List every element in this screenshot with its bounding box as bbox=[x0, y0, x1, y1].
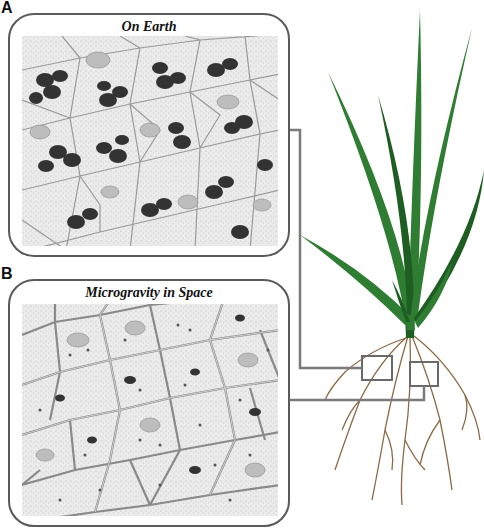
root bbox=[342, 395, 467, 470]
amyloplast bbox=[235, 315, 245, 322]
panel-box: AOn Earth bbox=[8, 13, 290, 257]
small-plastid bbox=[177, 324, 180, 327]
leader-line bbox=[290, 130, 362, 368]
small-plastid bbox=[159, 484, 162, 487]
cell-walls bbox=[22, 36, 278, 246]
nucleus bbox=[217, 95, 239, 109]
amyloplast bbox=[170, 72, 186, 84]
amyloplast bbox=[67, 215, 85, 229]
panel-letter: B bbox=[1, 266, 13, 282]
amyloplast bbox=[222, 58, 238, 70]
amyloplast bbox=[249, 408, 261, 416]
amyloplast bbox=[82, 208, 98, 220]
nucleus bbox=[36, 449, 54, 461]
amyloplast bbox=[55, 395, 65, 402]
amyloplast bbox=[189, 466, 201, 474]
amyloplast bbox=[257, 159, 273, 171]
amyloplast bbox=[43, 85, 61, 99]
amyloplast bbox=[109, 149, 127, 163]
amyloplast bbox=[38, 160, 54, 172]
small-plastid bbox=[59, 499, 62, 502]
small-plastid bbox=[139, 439, 142, 442]
amyloplast bbox=[173, 135, 191, 149]
root bbox=[412, 336, 452, 490]
nucleus bbox=[253, 199, 271, 211]
amyloplast bbox=[52, 70, 68, 82]
leaf-blade bbox=[415, 262, 452, 328]
small-plastid bbox=[84, 454, 87, 457]
small-plastid bbox=[239, 399, 242, 402]
amyloplast bbox=[97, 81, 111, 91]
panel-title: Microgravity in Space bbox=[10, 285, 288, 301]
small-plastid bbox=[184, 384, 187, 387]
leaf-blade bbox=[392, 280, 410, 322]
small-plastid bbox=[124, 339, 127, 342]
small-plastid bbox=[159, 444, 162, 447]
leader-line bbox=[290, 386, 424, 400]
amyloplast bbox=[190, 369, 200, 376]
small-plastid bbox=[87, 349, 90, 352]
panel-title: On Earth bbox=[10, 19, 288, 35]
small-plastid bbox=[39, 409, 42, 412]
leaf-blade bbox=[378, 95, 414, 315]
amyloplast bbox=[156, 198, 172, 210]
amyloplast bbox=[63, 153, 81, 167]
zoom-box bbox=[362, 356, 392, 380]
small-plastid bbox=[99, 489, 102, 492]
amyloplast bbox=[152, 62, 168, 74]
rice-plant bbox=[300, 10, 484, 505]
leaf-blade bbox=[300, 235, 412, 325]
space-tissue bbox=[22, 304, 278, 516]
small-plastid bbox=[69, 354, 72, 357]
amyloplast bbox=[168, 122, 184, 134]
root bbox=[372, 336, 408, 500]
small-plastid bbox=[214, 464, 217, 467]
panel-letter: A bbox=[1, 0, 13, 16]
small-plastid bbox=[199, 424, 202, 427]
amyloplast bbox=[112, 86, 128, 98]
panel-box: BMicrogravity in Space bbox=[8, 279, 290, 527]
small-plastid bbox=[189, 329, 192, 332]
leaf-blade bbox=[414, 170, 484, 325]
nucleus bbox=[30, 125, 50, 139]
amyloplast bbox=[124, 376, 136, 384]
amyloplast bbox=[205, 185, 223, 199]
root bbox=[335, 336, 408, 470]
amyloplast bbox=[87, 437, 97, 444]
nucleus bbox=[178, 195, 198, 209]
earth-tissue bbox=[22, 36, 278, 246]
nucleus bbox=[140, 123, 160, 137]
amyloplast bbox=[224, 122, 240, 134]
zoom-box bbox=[410, 362, 438, 386]
amyloplast bbox=[36, 73, 54, 87]
amyloplast bbox=[29, 92, 43, 104]
nucleus bbox=[245, 463, 265, 477]
cell-wall-lumen bbox=[22, 304, 278, 512]
nucleus bbox=[86, 52, 110, 68]
amyloplast bbox=[231, 225, 249, 239]
tissue-background bbox=[22, 36, 278, 246]
nucleus bbox=[140, 418, 160, 432]
small-plastid bbox=[267, 349, 270, 352]
small-plastid bbox=[249, 454, 252, 457]
amyloplast bbox=[115, 135, 129, 145]
small-plastid bbox=[139, 389, 142, 392]
cell-walls bbox=[22, 304, 278, 516]
nucleus bbox=[101, 186, 119, 198]
amyloplast bbox=[96, 142, 112, 154]
nucleus bbox=[67, 333, 89, 347]
nucleus bbox=[238, 353, 258, 367]
small-plastid bbox=[229, 499, 232, 502]
amyloplast bbox=[218, 176, 234, 188]
nucleus bbox=[125, 321, 145, 335]
